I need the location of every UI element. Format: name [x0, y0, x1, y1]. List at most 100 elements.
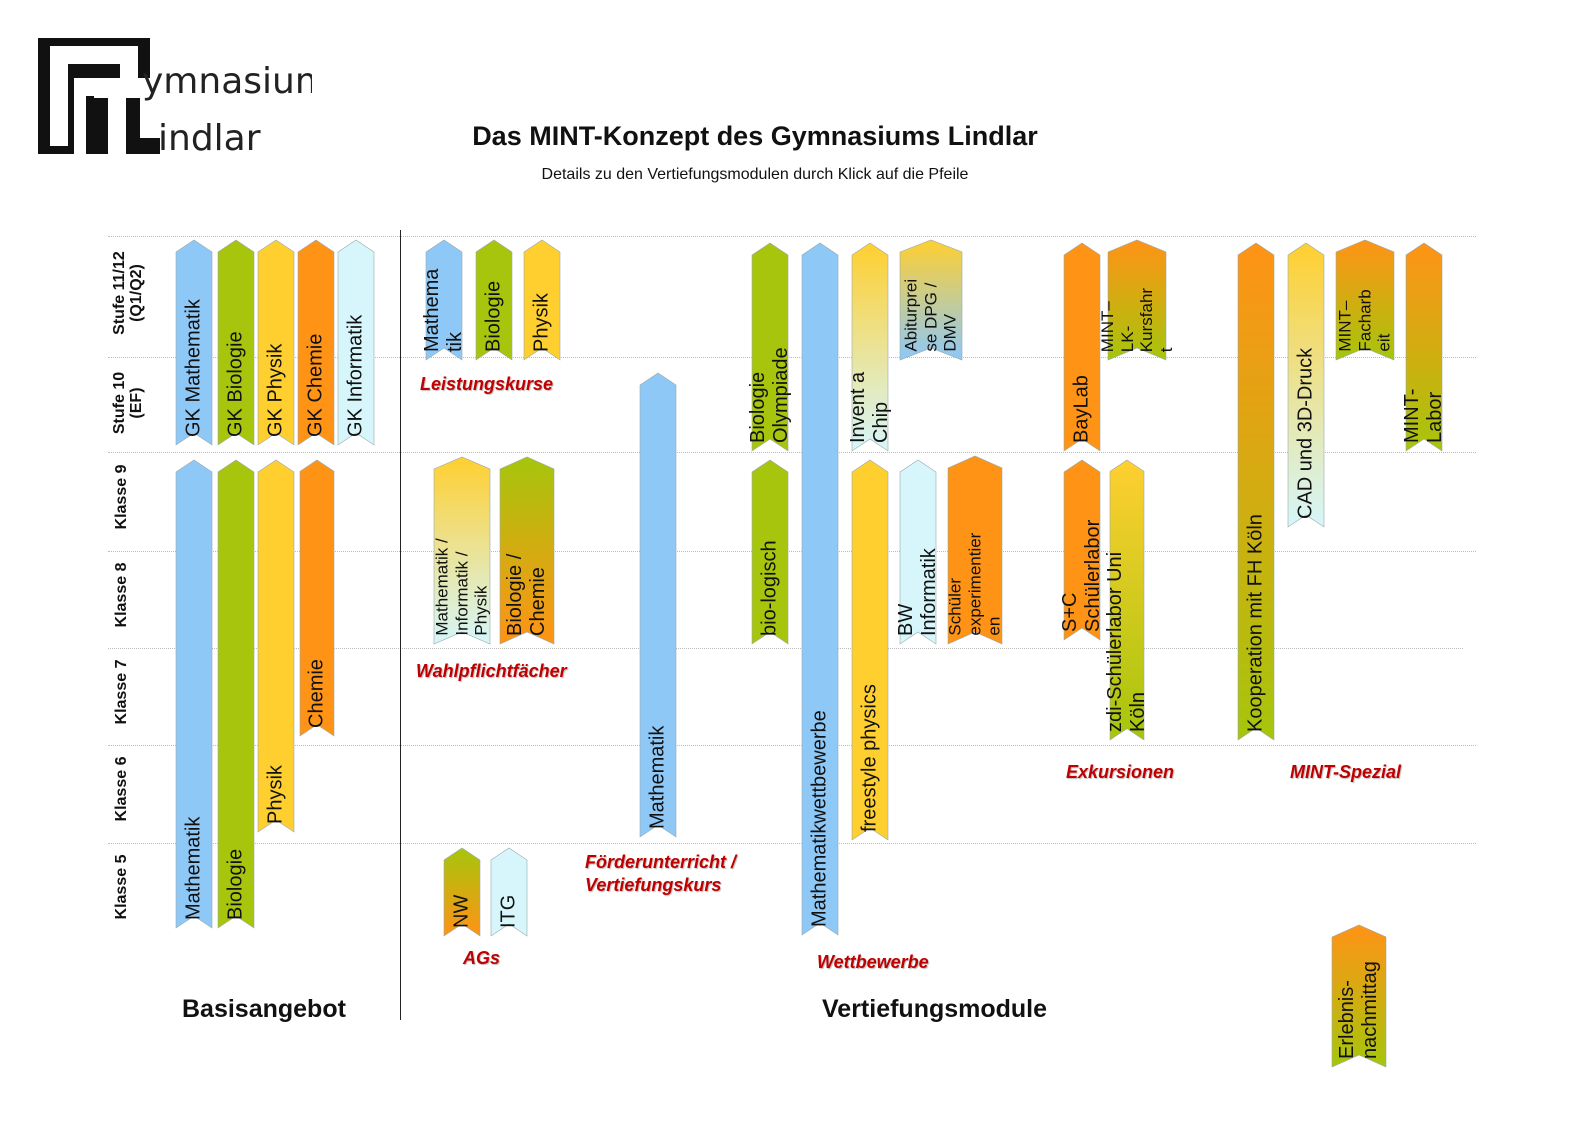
arrow-shape: [443, 847, 481, 937]
arrow-shape: [217, 239, 255, 446]
level-label-klasse-6: Klasse 6: [113, 756, 130, 822]
module-kooperation-fh-koeln[interactable]: Kooperation mit FH Köln: [1237, 242, 1275, 741]
module-label: S+C Schülerlabor: [1059, 519, 1104, 632]
arrow-shape: [801, 242, 839, 936]
module-label: zdi-Schülerlabor Uni Köln: [1104, 551, 1149, 732]
module-label: Biologie Olympiade: [747, 347, 792, 443]
arrow-shape: [899, 239, 963, 361]
module-label: freestyle physics: [858, 684, 881, 832]
arrow-shape: [1335, 239, 1395, 361]
module-label: Physik: [264, 765, 287, 824]
arrow-shape: [217, 459, 255, 929]
module-ag-nw[interactable]: NW: [443, 847, 481, 937]
module-label: CAD und 3D-Druck: [1294, 347, 1317, 519]
category-leistungskurse: Leistungskurse: [420, 374, 554, 394]
arrow-shape: [851, 459, 889, 841]
module-label: Physik: [530, 293, 553, 352]
module-foerder-mathematik[interactable]: Mathematik: [639, 372, 677, 838]
module-lk-physik[interactable]: Physik: [523, 239, 561, 361]
section-basisangebot: Basisangebot: [182, 995, 346, 1023]
arrow-shape: [1063, 242, 1101, 452]
module-label: Mathematik: [646, 725, 669, 829]
module-gk-biologie[interactable]: GK Biologie: [217, 239, 255, 446]
module-cad-3d-druck[interactable]: CAD und 3D-Druck: [1287, 242, 1325, 528]
module-label: Schüler experimentier en: [945, 533, 1004, 636]
module-invent-a-chip[interactable]: Invent a Chip: [847, 242, 892, 452]
module-label: MINT- Labor: [1401, 388, 1446, 443]
arrow-shape: [639, 372, 677, 838]
school-logo: ymnasium indlar: [38, 38, 330, 159]
gridline: [108, 357, 1476, 358]
module-mathematik-basis[interactable]: Mathematik: [175, 459, 213, 929]
module-freestyle-physics[interactable]: freestyle physics: [851, 459, 889, 841]
module-label: Erlebnis- nachmittag: [1336, 961, 1381, 1059]
module-label: Biologie: [224, 848, 247, 920]
level-label-klasse-5: Klasse 5: [113, 854, 130, 920]
module-label: Kooperation mit FH Köln: [1244, 514, 1267, 732]
gridline: [108, 648, 1463, 649]
level-label-klasse-8: Klasse 8: [113, 562, 130, 628]
module-gk-informatik[interactable]: GK Informatik: [337, 239, 375, 446]
module-schueler-experimentieren[interactable]: Schüler experimentier en: [945, 455, 1004, 645]
arrow-shape: [1331, 924, 1387, 1068]
logo-line-2: indlar: [158, 118, 261, 154]
module-s-c-schuelerlabor[interactable]: S+C Schülerlabor: [1059, 459, 1104, 641]
arrow-shape: [1107, 239, 1167, 361]
arrow-shape: [297, 239, 335, 446]
module-physik-basis[interactable]: Physik: [257, 459, 295, 833]
module-label: GK Biologie: [224, 331, 247, 437]
module-mint-facharbeit[interactable]: MINT– Facharb eit: [1335, 239, 1395, 361]
page-title: Das MINT-Konzept des Gymnasiums Lindlar: [472, 121, 1038, 151]
module-label: ITG: [497, 894, 520, 928]
module-label: Invent a Chip: [847, 371, 892, 443]
category-exkursionen: Exkursionen: [1066, 762, 1175, 782]
category-wettbewerbe: Wettbewerbe: [817, 952, 929, 972]
arrow-shape: [425, 239, 463, 361]
level-label-klasse-7: Klasse 7: [113, 659, 130, 725]
module-label: GK Informatik: [344, 314, 367, 437]
arrow-shape: [299, 459, 335, 737]
level-label-klasse-9: Klasse 9: [113, 464, 130, 530]
module-zdi-schuelerlabor[interactable]: zdi-Schülerlabor Uni Köln: [1104, 459, 1149, 741]
arrow-shape: [1063, 459, 1101, 641]
module-label: Mathematik: [182, 816, 205, 920]
arrow-shape: [337, 239, 375, 446]
module-lk-mathematik[interactable]: Mathema tik: [421, 239, 466, 361]
module-gk-physik[interactable]: GK Physik: [257, 239, 295, 446]
module-baylab[interactable]: BayLab: [1063, 242, 1101, 452]
page-subtitle: Details zu den Vertiefungsmodulen durch …: [541, 166, 969, 183]
module-label: Biologie / Chemie: [504, 553, 549, 636]
module-label: GK Mathematik: [182, 299, 205, 437]
logo-line-1: ymnasium: [142, 61, 312, 102]
module-label: NW: [450, 894, 473, 928]
module-lk-biologie[interactable]: Biologie: [475, 239, 513, 361]
module-gk-chemie[interactable]: GK Chemie: [297, 239, 335, 446]
module-label: BW Informatik: [895, 548, 940, 636]
level-label-ef: Stufe 10 (EF): [111, 371, 145, 435]
module-label: Mathema tik: [421, 268, 466, 352]
arrow-shape: [475, 239, 513, 361]
module-abiturpreise[interactable]: Abiturprei se DPG / DMV: [899, 239, 963, 361]
module-label: Biologie: [482, 280, 505, 352]
module-label: BayLab: [1070, 375, 1093, 443]
module-biologie-basis[interactable]: Biologie: [217, 459, 255, 929]
module-ag-itg[interactable]: ITG: [490, 847, 528, 937]
category-mint-spezial: MINT-Spezial: [1290, 762, 1402, 782]
module-biologie-olympiade[interactable]: Biologie Olympiade: [747, 242, 792, 452]
module-bio-logisch[interactable]: bio-logisch: [751, 459, 789, 645]
module-label: GK Physik: [264, 343, 287, 437]
arrow-shape: [1405, 242, 1443, 452]
arrow-shape: [751, 459, 789, 645]
module-mint-labor[interactable]: MINT- Labor: [1401, 242, 1446, 452]
module-gk-mathematik[interactable]: GK Mathematik: [175, 239, 213, 446]
module-mint-lk-kursfahrt[interactable]: MINT– LK- Kursfahr t: [1098, 239, 1176, 361]
module-wp-biologie-chemie[interactable]: Biologie / Chemie: [499, 456, 555, 645]
category-ags: AGs: [463, 948, 501, 968]
module-wp-mathematik-informatik-physik[interactable]: Mathematik / Informatik / Physik: [433, 456, 491, 645]
gridline: [108, 745, 1476, 746]
module-bw-informatik[interactable]: BW Informatik: [895, 459, 940, 645]
arrow-shape: [1287, 242, 1325, 528]
module-erlebnisnachmittag[interactable]: Erlebnis- nachmittag: [1331, 924, 1387, 1068]
module-chemie-basis[interactable]: Chemie: [299, 459, 335, 737]
module-mathematikwettbewerbe[interactable]: Mathematikwettbewerbe: [801, 242, 839, 936]
